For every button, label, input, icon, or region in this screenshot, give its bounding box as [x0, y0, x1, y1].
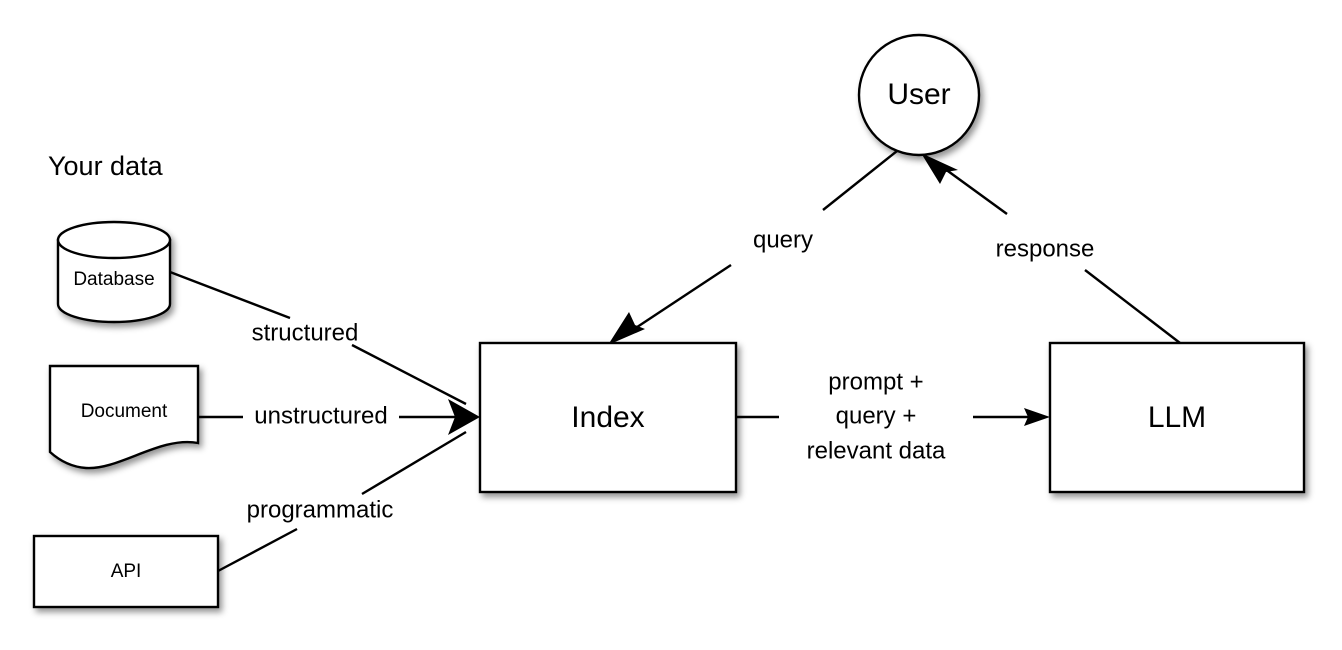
api-label: API: [111, 561, 142, 582]
node-index[interactable]: Index: [478, 341, 738, 494]
prompt-line-1: prompt +: [828, 368, 923, 395]
edge-segment-api-right: [361, 430, 467, 496]
arrowhead-into-index: [448, 399, 480, 435]
arrowhead-response-into-user: [921, 153, 958, 184]
llm-label: LLM: [1148, 401, 1206, 434]
node-user[interactable]: User: [857, 33, 981, 157]
edge-label-unstructured: unstructured: [254, 402, 387, 429]
edge-segment-response-upper: [940, 165, 1008, 215]
edge-segment-query-lower: [621, 263, 732, 339]
edge-api-to-index: [217, 430, 467, 573]
edge-segment-database-right: [351, 343, 467, 406]
prompt-line-2: query +: [836, 402, 917, 429]
user-label: User: [887, 78, 950, 111]
edge-llm-to-user: [921, 153, 1181, 344]
edge-segment-response-lower: [1084, 269, 1181, 344]
user-body: [857, 33, 981, 157]
database-top-ellipse: [56, 220, 172, 260]
edge-label-structured: structured: [252, 319, 359, 346]
document-body: [48, 364, 200, 470]
edge-segment-api-left: [217, 527, 298, 573]
edge-label-prompt-query-relevant-data: prompt + query + relevant data: [807, 368, 946, 464]
node-api[interactable]: API: [32, 534, 220, 609]
api-body: [32, 534, 220, 609]
edge-segment-query-upper: [822, 150, 898, 211]
index-body: [478, 341, 738, 494]
edge-segment-database-left: [169, 270, 291, 320]
section-label-your-data: Your data: [48, 151, 164, 181]
edge-database-to-index: [169, 270, 467, 406]
node-llm[interactable]: LLM: [1048, 341, 1306, 494]
edge-label-response: response: [996, 235, 1095, 262]
arrowhead-query-into-index: [608, 312, 645, 345]
index-label: Index: [571, 401, 644, 434]
node-database[interactable]: Database: [56, 220, 172, 324]
prompt-line-3: relevant data: [807, 437, 946, 464]
document-label: Document: [81, 401, 168, 422]
llm-body: [1048, 341, 1306, 494]
database-label: Database: [73, 269, 154, 290]
arrowhead-into-llm: [1024, 408, 1050, 426]
node-document[interactable]: Document: [48, 364, 200, 470]
edge-user-to-index: [608, 150, 898, 345]
edge-label-query: query: [753, 226, 813, 253]
edge-index-to-llm-arrow: [973, 408, 1050, 426]
database-body: [56, 238, 172, 324]
edge-label-programmatic: programmatic: [247, 496, 394, 523]
